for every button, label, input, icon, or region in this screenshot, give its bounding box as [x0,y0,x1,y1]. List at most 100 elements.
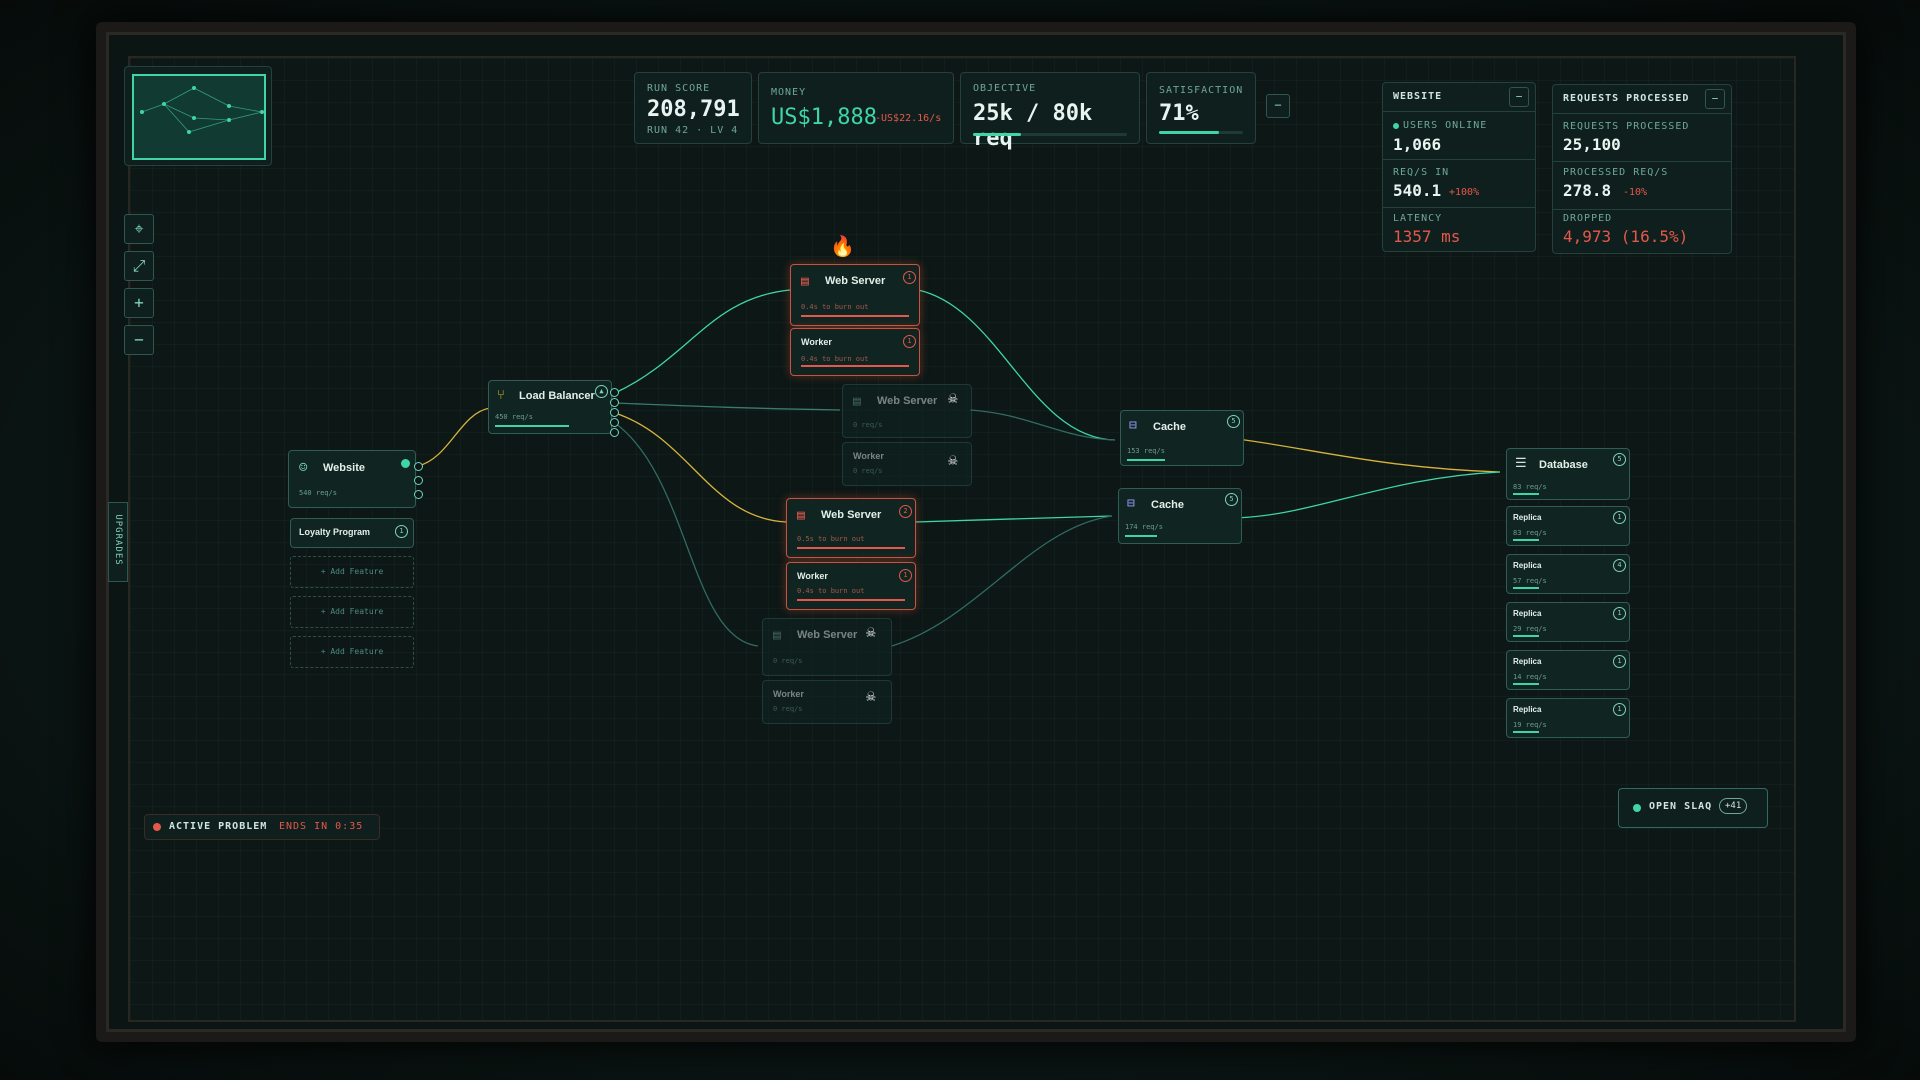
database-node[interactable]: ☰ Database 5 83 req/s [1506,448,1630,500]
web-server-3-status: 0.5s to burn out [797,535,865,543]
cache-1-badge: 5 [1227,415,1240,428]
cache-1-load-bar [1127,459,1165,461]
reqs-in-delta: +100% [1449,187,1480,198]
money-value: US$1,888 [771,105,877,130]
reqs-in-label: REQ/S IN [1393,167,1450,178]
web-server-2-rate: 0 req/s [853,421,883,429]
database-icon: ☰ [1515,456,1527,471]
center-icon[interactable]: ⌖ [124,214,154,244]
cache-icon: ⊟ [1127,496,1135,511]
web-server-2-node[interactable]: ▤ Web Server 0 req/s [842,384,972,438]
website-node-title: Website [323,462,365,474]
web-server-3-worker-status: 0.4s to burn out [797,587,865,595]
edge-ws2-cache1 [969,409,1116,441]
add-feature-slot-3[interactable]: + Add Feature [290,636,414,668]
minimap-icon [132,74,266,160]
server-icon: ▤ [853,394,861,409]
problem-alert-dot [153,823,161,831]
lb-port-1[interactable] [610,388,619,397]
edge-ws1-cache1 [917,289,1116,441]
reqs-in-value: 540.1 [1393,181,1442,200]
connection-lines [417,289,1501,647]
users-online-dot [1393,123,1399,129]
minimap[interactable] [124,66,272,166]
web-server-1-worker[interactable]: Worker 1 0.4s to burn out [790,328,920,376]
replica-rate: 19 req/s [1513,721,1547,729]
web-server-1-worker-badge: 1 [903,335,916,348]
web-server-3-node[interactable]: ▤ Web Server 2 0.5s to burn out [786,498,916,558]
web-server-1-node[interactable]: ▤ Web Server 1 0.4s to burn out [790,264,920,326]
zoom-out-icon[interactable]: − [124,325,154,355]
users-online-label: USERS ONLINE [1403,120,1488,131]
edge-ws3-cache2 [915,515,1113,523]
web-server-4-node[interactable]: ▤ Web Server 0 req/s [762,618,892,676]
web-server-4-worker-rate: 0 req/s [773,705,803,713]
processed-value: 25,100 [1563,135,1621,154]
lb-port-4[interactable] [610,418,619,427]
lb-port-5[interactable] [610,428,619,437]
server-icon: ▤ [797,508,805,523]
add-feature-slot-2[interactable]: + Add Feature [290,596,414,628]
edge-lb-ws2 [614,402,841,411]
lb-port-2[interactable] [610,398,619,407]
website-port-3[interactable] [414,490,423,499]
loyalty-program-feature[interactable]: Loyalty Program 1 [290,518,414,548]
cache-2-title: Cache [1151,499,1185,511]
cache-1-rate: 153 req/s [1127,447,1165,455]
hud-collapse-button[interactable]: − [1266,94,1290,118]
loyalty-title: Loyalty Program [299,527,371,537]
requests-panel-collapse[interactable]: − [1705,89,1725,109]
web-server-3-load-bar [797,547,905,549]
open-slaq-button[interactable]: OPEN SLAQ +41 [1618,788,1768,828]
replica-rate: 83 req/s [1513,529,1547,537]
cache-2-badge: 5 [1225,493,1238,506]
web-server-4-worker[interactable]: Worker 0 req/s [762,680,892,724]
problem-label: ACTIVE PROBLEM [169,821,268,832]
website-panel-collapse[interactable]: − [1509,87,1529,107]
active-problem-banner[interactable]: ACTIVE PROBLEM ENDS IN 0:35 [144,814,380,840]
lb-port-3[interactable] [610,408,619,417]
upgrades-tab[interactable]: UPGRADES [108,502,128,582]
load-balancer-rate: 450 req/s [495,413,533,421]
replica-load-bar [1513,683,1539,685]
web-server-2-title: Web Server [877,395,938,407]
fit-icon[interactable]: ⤢ [124,251,154,281]
load-balancer-node[interactable]: ⑂ Load Balancer ▲ 450 req/s [488,380,612,434]
replica-rate: 14 req/s [1513,673,1547,681]
website-port-2[interactable] [414,476,423,485]
load-balancer-load-bar [495,425,569,427]
edge-lb-ws1 [614,289,791,394]
cache-2-load-bar [1125,535,1157,537]
skull-icon: ☠ [948,388,958,407]
web-server-4-rate: 0 req/s [773,657,803,665]
database-load-bar [1513,493,1539,495]
web-server-3-worker[interactable]: Worker 1 0.4s to burn out [786,562,916,610]
website-stats-panel: WEBSITE − USERS ONLINE 1,066 REQ/S IN 54… [1382,82,1536,252]
satisfaction-progress [1159,131,1243,134]
replica-title: Replica [1513,657,1542,666]
requests-processed-panel: REQUESTS PROCESSED − REQUESTS PROCESSED … [1552,84,1732,254]
load-balancer-badge: ▲ [595,385,608,398]
processed-label: REQUESTS PROCESSED [1563,121,1690,132]
replica-load-bar [1513,731,1539,733]
objective-progress [973,133,1127,136]
processed-rate-label: PROCESSED REQ/S [1563,167,1669,178]
web-server-3-worker-bar [797,599,905,601]
website-node[interactable]: ☺ Website 540 req/s [288,450,416,508]
zoom-in-icon[interactable]: + [124,288,154,318]
users-online-value: 1,066 [1393,135,1442,154]
cache-2-node[interactable]: ⊟ Cache 5 174 req/s [1118,488,1242,544]
website-port-1[interactable] [414,462,423,471]
database-title: Database [1539,459,1588,471]
database-rate: 83 req/s [1513,483,1547,491]
cache-1-node[interactable]: ⊟ Cache 5 153 req/s [1120,410,1244,466]
add-feature-slot-1[interactable]: + Add Feature [290,556,414,588]
replica-badge: 4 [1613,559,1626,572]
web-server-2-worker[interactable]: Worker 0 req/s [842,442,972,486]
satisfaction-card: SATISFACTION 71% [1146,72,1256,144]
